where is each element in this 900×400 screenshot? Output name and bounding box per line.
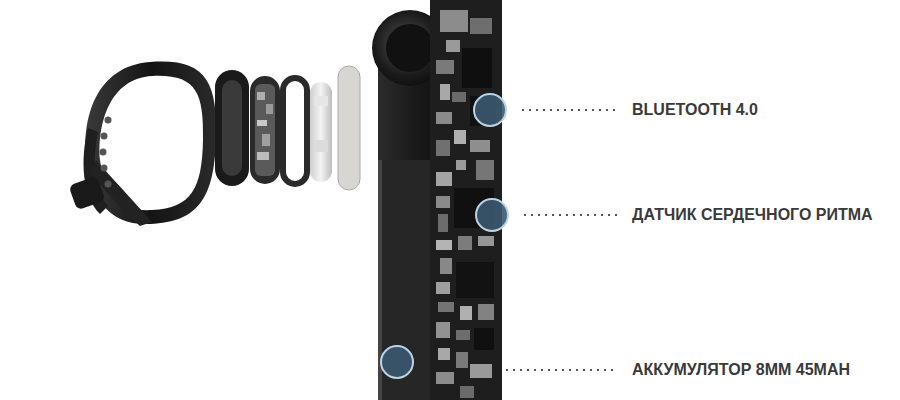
callout-markers — [381, 94, 618, 378]
callout-label: АККУМУЛЯТОР 8MM 45MAH — [632, 360, 850, 380]
leader-line — [506, 369, 618, 371]
leader-line — [522, 109, 618, 111]
callout-label: BLUETOOTH 4.0 — [632, 100, 758, 120]
capsule-section — [372, 0, 502, 400]
wrist-strap — [68, 62, 216, 226]
callout-label: ДАТЧИК СЕРДЕЧНОГО РИТМА — [632, 205, 873, 225]
leader-line — [524, 214, 618, 216]
capsule-parts — [215, 66, 360, 190]
